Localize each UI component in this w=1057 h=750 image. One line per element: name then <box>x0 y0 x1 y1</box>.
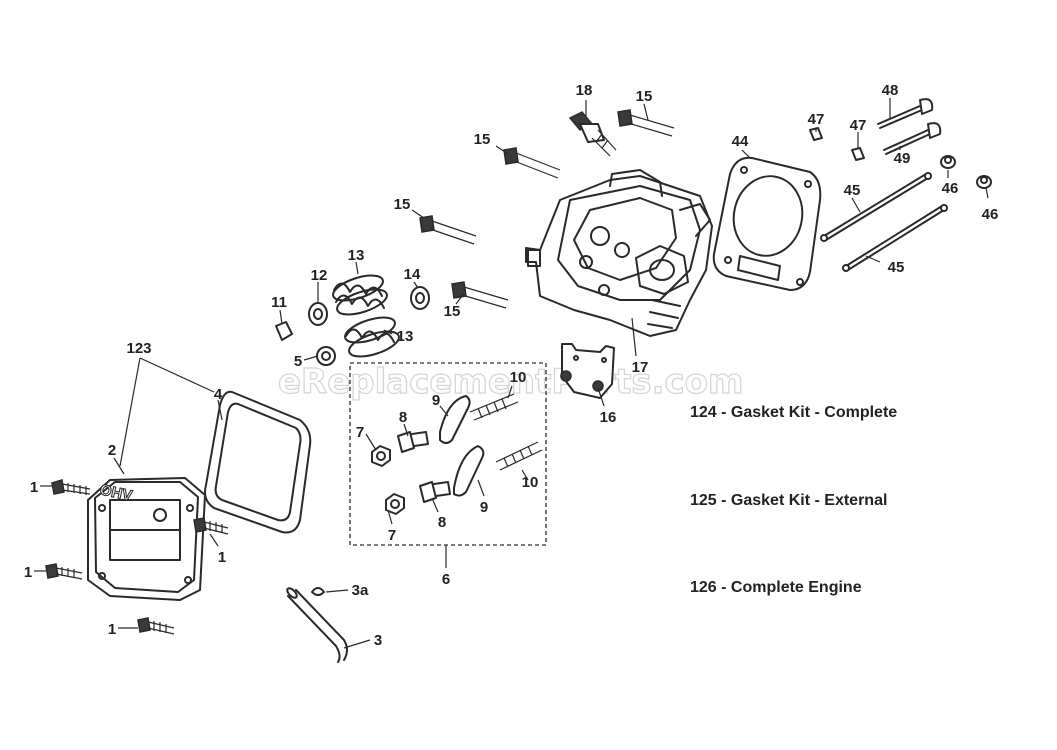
rocker-pivot <box>397 431 451 503</box>
callout-7: 7 <box>388 527 396 544</box>
valve-cover: OHV <box>87 477 206 601</box>
callout-47: 47 <box>808 111 825 128</box>
callout-18: 18 <box>576 82 593 99</box>
rocker-nut <box>371 445 405 515</box>
callout-4: 4 <box>214 386 223 403</box>
callout-10: 10 <box>522 474 539 491</box>
callout-45: 45 <box>888 259 905 276</box>
leader-lines <box>34 98 989 649</box>
callout-49: 49 <box>894 150 911 167</box>
callout-16: 16 <box>600 409 617 426</box>
callout-15: 15 <box>636 88 653 105</box>
callout-11: 11 <box>271 294 287 311</box>
callout-2: 2 <box>108 442 116 459</box>
spring-retainer <box>308 286 430 366</box>
tube-clip <box>311 587 325 596</box>
callout-5: 5 <box>294 353 302 370</box>
spark-plug <box>568 111 617 157</box>
valve-keeper <box>275 321 293 341</box>
push-rod-guide-stud <box>469 393 543 471</box>
cover-bolt <box>193 517 229 535</box>
cover-bolt <box>137 617 175 635</box>
callout-15: 15 <box>474 131 491 148</box>
callout-10: 10 <box>510 369 527 386</box>
callout-13: 13 <box>348 247 365 264</box>
cover-bolt <box>45 563 83 580</box>
cover-gasket <box>204 390 312 534</box>
breather-tube <box>287 589 348 663</box>
rocker-arm <box>439 395 485 497</box>
callout-48: 48 <box>882 82 899 99</box>
callout-6: 6 <box>442 571 450 588</box>
callout-3: 3 <box>374 632 382 649</box>
valve-rotator <box>940 155 992 189</box>
cover-bolt <box>51 479 91 495</box>
callout-47: 47 <box>850 117 867 134</box>
head-gasket <box>712 156 822 291</box>
callout-17: 17 <box>632 359 649 376</box>
callout-8: 8 <box>438 514 446 531</box>
callout-9: 9 <box>480 499 488 516</box>
valve-spring <box>332 274 388 316</box>
callout-9: 9 <box>432 392 440 409</box>
callout-123: 123 <box>126 340 151 357</box>
callout-12: 12 <box>311 267 328 284</box>
callout-7: 7 <box>356 424 364 441</box>
kit-label-complete-engine: 126 - Complete Engine <box>690 579 862 596</box>
callout-1: 1 <box>30 479 38 496</box>
kit-label-gasket-complete: 124 - Gasket Kit - Complete <box>690 404 898 421</box>
callout-3a: 3a <box>352 582 369 599</box>
callout-46: 46 <box>942 180 959 197</box>
cylinder-head <box>525 169 713 337</box>
valve-keeper <box>809 127 865 161</box>
callout-13: 13 <box>397 328 414 345</box>
callout-45: 45 <box>844 182 861 199</box>
callout-labels: 1 1 1 1 2 3 3a 4 5 6 7 7 8 8 9 9 10 10 1… <box>24 82 999 649</box>
valve-spring <box>344 316 400 358</box>
callout-46: 46 <box>982 206 999 223</box>
push-rod <box>820 172 948 272</box>
callout-14: 14 <box>404 266 421 283</box>
callout-15: 15 <box>444 303 461 320</box>
callout-44: 44 <box>732 133 749 150</box>
callout-1: 1 <box>218 549 226 566</box>
callout-8: 8 <box>399 409 407 426</box>
valve <box>877 98 942 155</box>
callout-1: 1 <box>108 621 116 638</box>
callout-15: 15 <box>394 196 411 213</box>
rocker-assembly-box <box>349 362 547 546</box>
head-bolt <box>419 109 675 309</box>
callout-1: 1 <box>24 564 32 581</box>
kit-label-gasket-external: 125 - Gasket Kit - External <box>690 492 888 509</box>
